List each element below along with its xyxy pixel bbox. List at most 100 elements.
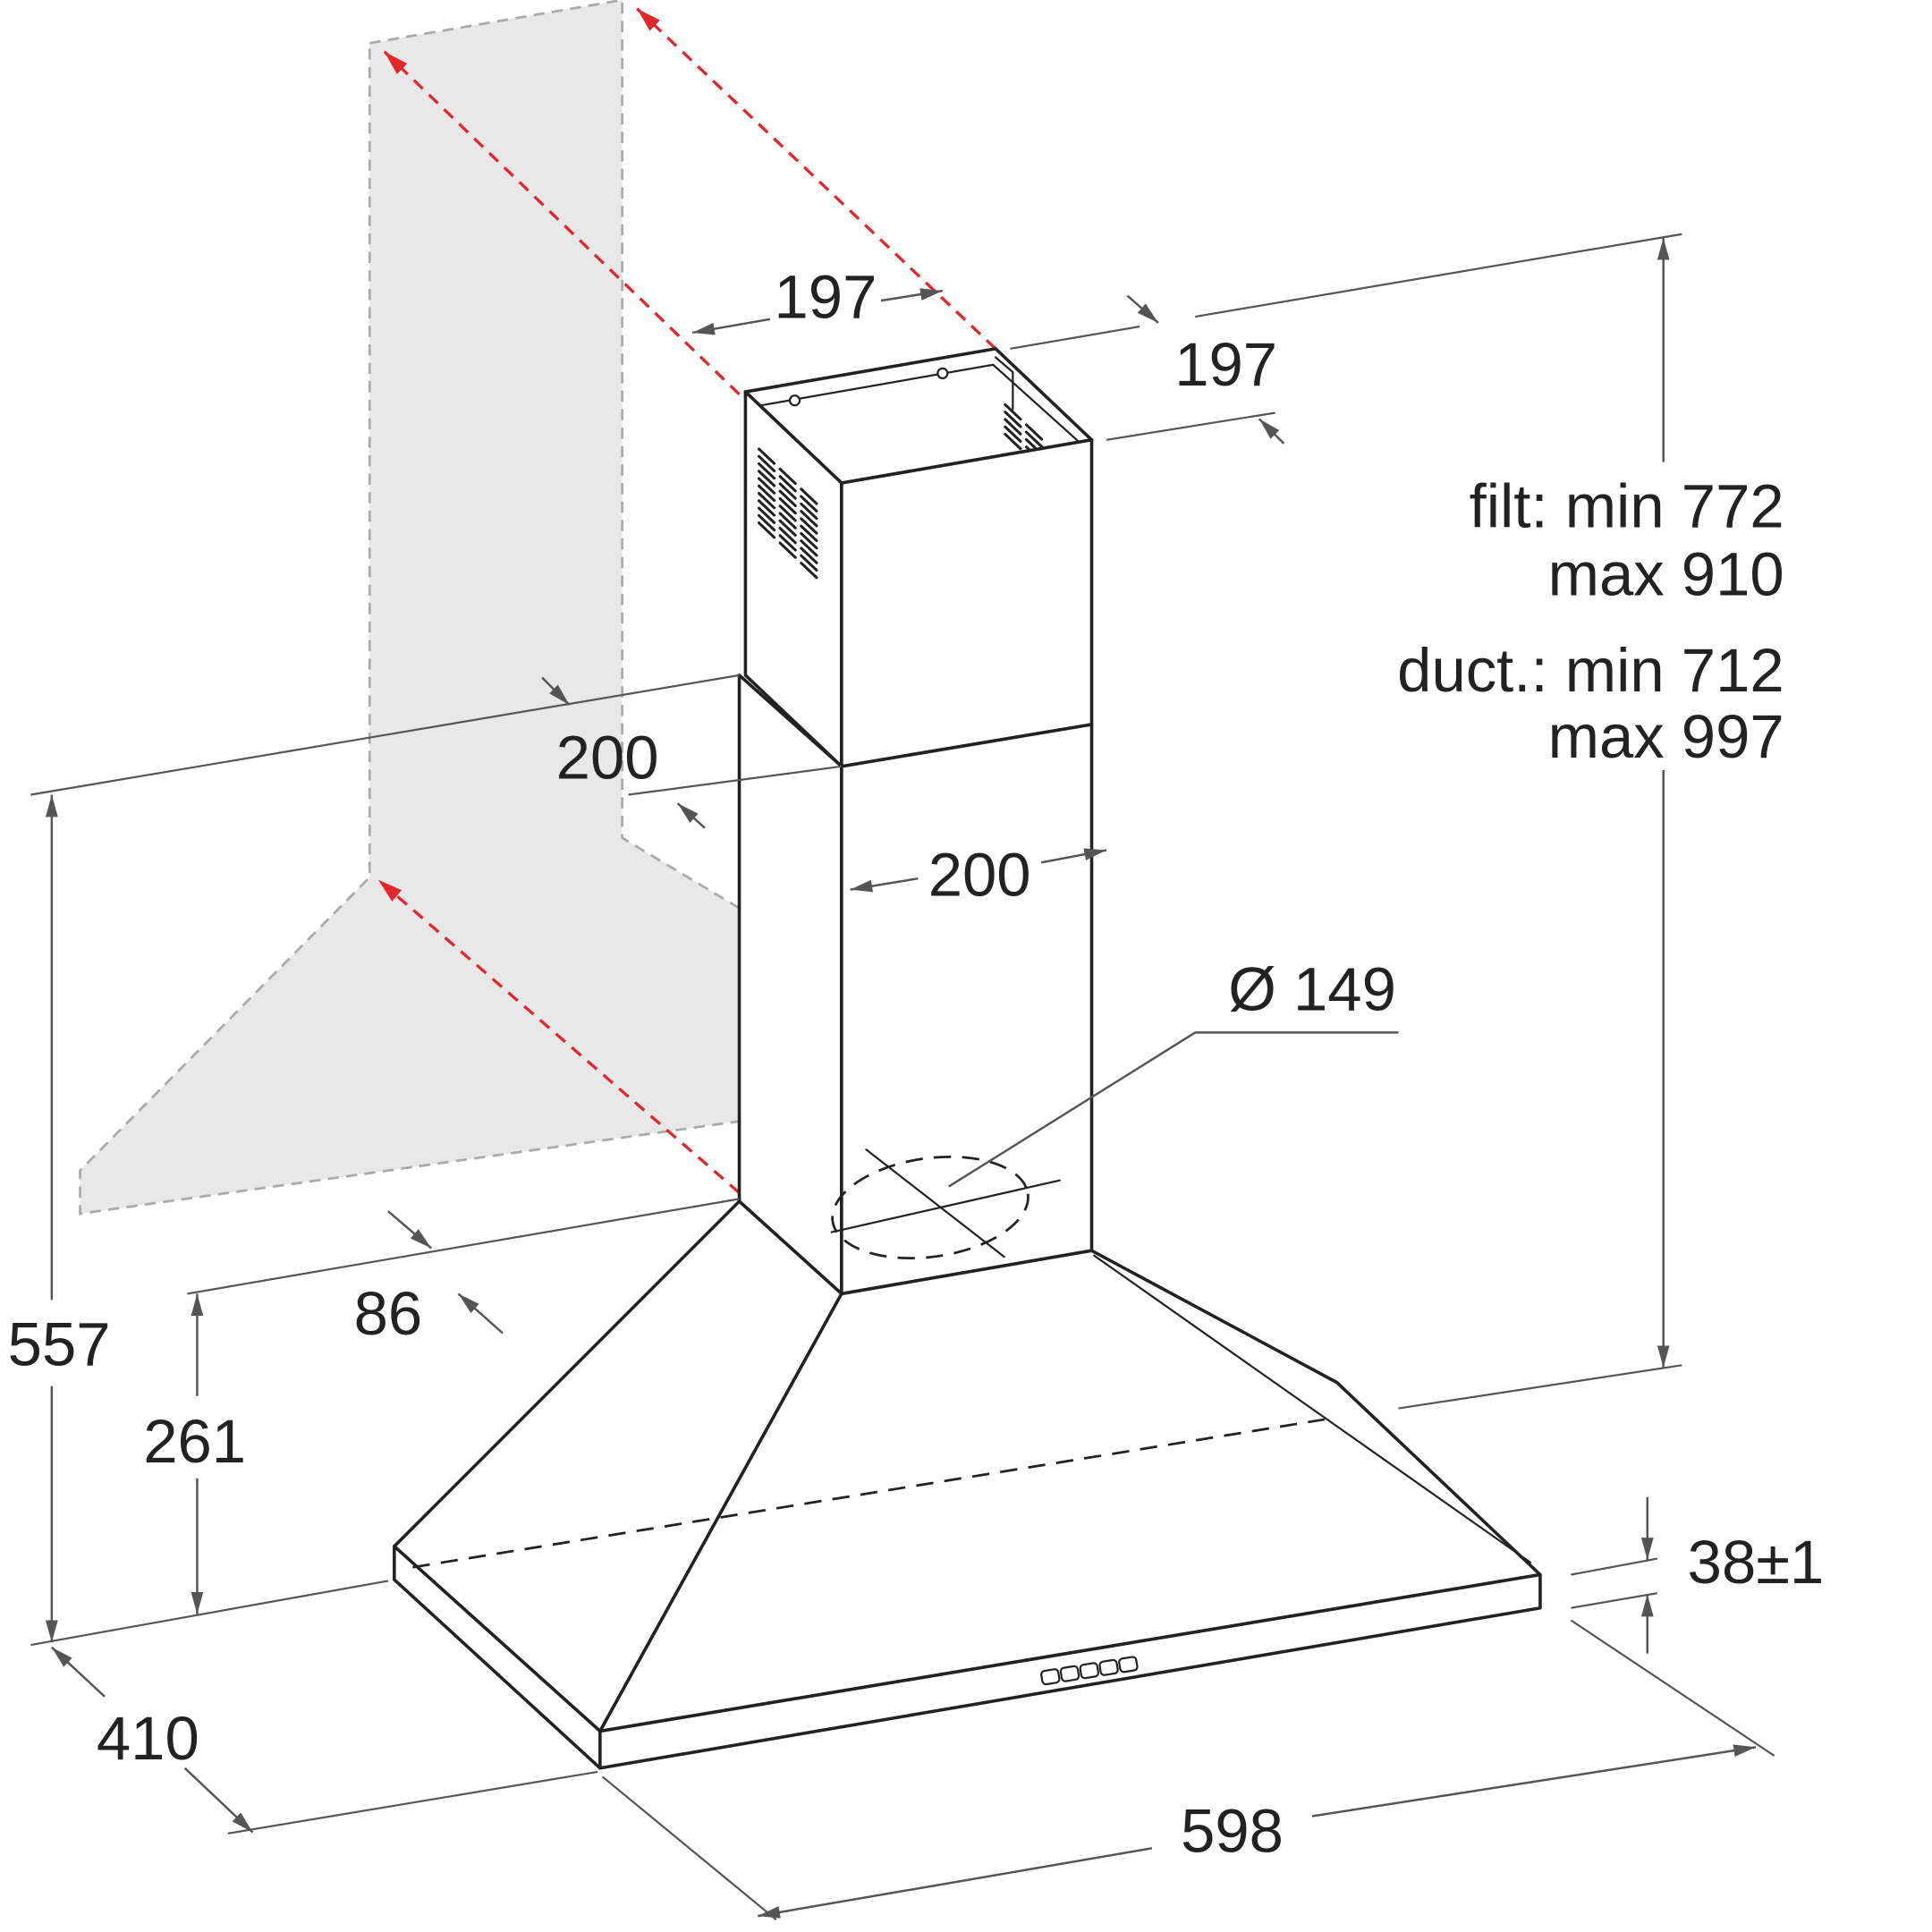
vent-slot — [800, 554, 818, 572]
ext-rim-top — [1571, 1557, 1658, 1576]
vent-slot — [800, 487, 818, 505]
vent-slot — [757, 513, 776, 532]
dim-200-upper-arrow-b — [676, 802, 706, 829]
ext-chimney-top-b — [1195, 233, 1682, 318]
vent-slot — [800, 561, 818, 580]
ext-base-corner-left — [601, 1775, 777, 1921]
vent-slot — [757, 506, 776, 524]
ext-chimney-top-a — [1010, 325, 1140, 350]
dimension-lines — [30, 233, 1775, 1921]
vent-slot — [778, 496, 797, 515]
vent-slot — [800, 517, 818, 535]
label-height-filter-min: filt: min 772 — [1470, 472, 1784, 541]
label-chimney-top-depth: 197 — [1174, 330, 1277, 399]
dim-86-arrow-b — [457, 1292, 504, 1335]
chimney-upper-bracket — [994, 356, 1014, 411]
vent-slot — [1024, 430, 1044, 448]
control-panel — [1040, 1656, 1139, 1686]
dim-200-upper-arrow-a — [541, 676, 571, 706]
vent-slot — [778, 504, 797, 522]
label-wall-offset: 86 — [354, 1279, 423, 1348]
label-chimney-lower-depth: 200 — [556, 724, 659, 792]
label-chimney-lower-width: 200 — [928, 840, 1031, 909]
outlet-leader-line — [948, 1031, 1399, 1188]
vent-slot — [1024, 423, 1044, 441]
vent-slot — [778, 467, 797, 486]
vent-slot — [1004, 418, 1022, 436]
dim-197-right-upper — [1126, 294, 1159, 324]
vent-slot — [778, 482, 797, 500]
canopy-hidden-base-line — [412, 1418, 1326, 1569]
screw-hole — [936, 367, 949, 380]
canopy-front-face — [598, 1249, 1542, 1733]
ext-base-front-left — [227, 1770, 598, 1835]
vent-slot — [800, 547, 818, 564]
dim-86-arrow-a — [387, 1210, 432, 1250]
control-button — [1098, 1658, 1119, 1676]
vent-slot — [778, 526, 797, 545]
outlet-circle — [831, 1155, 1030, 1260]
dimension-labels: 197 197 filt: min 772 max 910 duct.: min… — [8, 262, 1825, 1865]
dim-410-upper — [51, 1646, 106, 1698]
ext-chimney-top-front — [1106, 411, 1275, 441]
ext-canopy-top — [1398, 1364, 1682, 1410]
vent-slot — [778, 512, 797, 530]
vent-slot — [800, 502, 818, 521]
canopy — [393, 1199, 1542, 1770]
ext-chimney-lower-top — [30, 674, 740, 796]
screw-hole — [788, 394, 801, 407]
vent-slot — [1004, 411, 1022, 428]
wall-silhouette — [79, 0, 741, 1216]
vent-slot — [757, 462, 776, 480]
vent-slot — [757, 447, 776, 465]
chimney-upper-front-face — [840, 437, 1094, 768]
vent-slot — [778, 475, 797, 493]
chimney-upper-inner-rim — [752, 363, 1080, 443]
vent-slot — [800, 539, 818, 557]
vent-slot — [778, 489, 797, 507]
ext-rim-bottom — [1571, 1592, 1657, 1609]
label-canopy-height: 261 — [143, 1407, 246, 1476]
label-total-height: 557 — [8, 1309, 111, 1378]
vent-slot — [757, 477, 776, 495]
vent-slot — [778, 541, 797, 559]
label-rim-height: 38±1 — [1688, 1528, 1825, 1597]
vent-slot — [1004, 402, 1022, 421]
vent-slot — [757, 484, 776, 503]
dim-410-lower — [183, 1767, 254, 1834]
ext-base-corner-right — [1570, 1619, 1775, 1757]
control-button — [1079, 1662, 1100, 1680]
canopy-inner-edge — [1093, 1254, 1532, 1563]
dim-598-left — [757, 1847, 1153, 1919]
vent-slot — [757, 454, 776, 473]
label-width: 598 — [1181, 1796, 1284, 1865]
control-button — [1059, 1665, 1080, 1682]
chimney-lower-front-face — [840, 723, 1094, 1296]
vent-slot — [800, 524, 818, 542]
vent-slot — [757, 499, 776, 517]
vent-slot — [800, 510, 818, 528]
ext-chimney-lower-front — [628, 765, 843, 796]
guide-lines — [377, 7, 997, 1194]
outlet-cross-line — [830, 1179, 1061, 1233]
chimney-lower — [737, 674, 1094, 1296]
duct-outlet — [830, 1031, 1399, 1260]
dim-197-right-lower — [1258, 418, 1285, 445]
outlet-cross-line — [865, 1148, 1005, 1258]
dim-200-mid-right — [1040, 848, 1107, 864]
vent-slot — [778, 534, 797, 552]
vent-slot — [757, 470, 776, 487]
label-height-filter-max: max 910 — [1548, 539, 1784, 608]
dim-200-mid-left — [850, 877, 919, 893]
label-outlet-diameter: Ø 149 — [1228, 955, 1396, 1024]
ext-canopy-top-left — [187, 1198, 740, 1295]
vent-slot — [757, 521, 776, 539]
dim-197-top-left — [691, 318, 771, 335]
control-button — [1040, 1668, 1061, 1686]
label-chimney-top-width: 197 — [775, 262, 877, 331]
vent-slot — [1004, 425, 1022, 444]
chimney-upper — [743, 347, 1094, 768]
vent-slots-left — [757, 447, 818, 580]
label-depth: 410 — [97, 1704, 199, 1773]
